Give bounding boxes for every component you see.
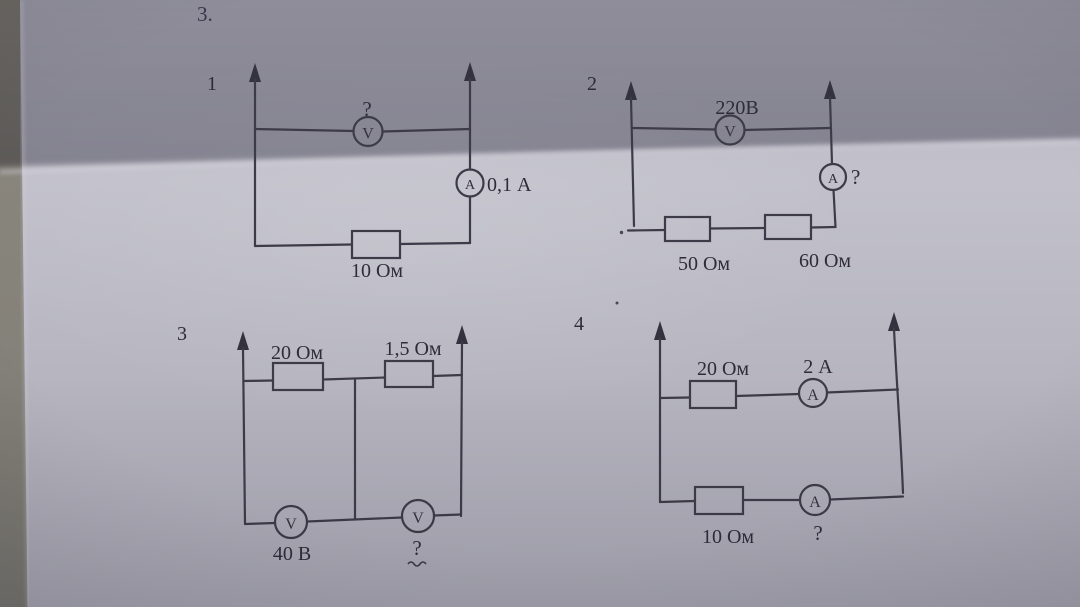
voltmeter-reading: ? [362,97,371,121]
wire [398,241,472,246]
wire [832,188,837,229]
squiggle-underline [407,561,427,567]
ammeter-reading: ? [851,165,860,189]
ammeter-letter: A [828,172,839,187]
paper-edge-highlight [20,0,29,607]
ammeter-icon [455,168,485,198]
page-corner-label: 3. [197,2,213,26]
terminal-arrow-icon [464,62,476,81]
voltmeter-icon [714,114,746,146]
resistor-icon [688,379,738,410]
ammeter-reading: 2 А [803,356,833,378]
wire [658,499,697,504]
resistor-icon [663,215,712,243]
voltmeter-reading: ? [412,536,421,560]
circuit-number: 2 [587,73,597,95]
ammeter-letter: A [465,178,476,193]
voltmeter-reading: 40 В [273,543,311,565]
wire [629,96,636,228]
circuit-number: 3 [177,323,187,345]
resistor-icon [383,359,435,389]
wire [253,243,354,248]
wire [708,226,767,230]
ammeter-icon [818,162,848,192]
ink-dot [615,301,619,305]
ammeter-reading: ? [813,521,822,545]
circuit-4: 4 A 20 Ом 2 А A 10 Ом ? [574,301,905,548]
wire [626,228,667,232]
wire [321,376,387,381]
voltmeter-icon [352,115,384,148]
wire [809,225,837,229]
terminal-arrow-icon [888,312,900,331]
ammeter-letter: A [809,494,821,511]
wire [432,513,463,517]
resistor-icon [763,213,813,241]
resistor-value-label: 20 Ом [697,358,749,380]
wire [306,516,404,523]
ink-dot [619,230,624,235]
voltmeter-letter: V [285,516,297,533]
resistor-value-label: 10 Ом [351,260,403,282]
terminal-arrow-icon [249,63,261,82]
resistor-value-label: 50 Ом [678,253,730,275]
voltmeter-reading: 220В [715,97,758,119]
circuit-number: 1 [207,73,217,95]
fold-crease [0,140,1080,174]
circuit-3: 3 20 Ом 1,5 Ом V V 40 В ? [177,323,468,567]
wire [381,127,472,133]
wire [828,95,834,166]
ammeter-letter: A [807,387,819,404]
circuit-number: 4 [574,313,584,335]
wire [743,126,832,132]
wire [630,126,717,131]
voltmeter-letter: V [362,126,374,143]
terminal-arrow-icon [654,321,666,340]
resistor-value-label: 1,5 Ом [384,338,441,360]
terminal-arrow-icon [237,331,249,350]
resistor-value-label: 60 Ом [799,250,851,272]
wire [658,396,692,400]
wire [243,521,277,526]
terminal-arrow-icon [456,325,468,344]
wire [242,379,275,383]
wire [431,373,464,378]
wire [828,495,905,501]
wire [253,127,355,133]
voltmeter-letter: V [724,124,736,141]
resistor-icon [271,361,325,392]
resistor-icon [350,229,402,260]
wire [459,340,464,518]
wire [241,346,247,526]
ammeter-reading: 0,1 А [487,174,532,196]
resistor-value-label: 10 Ом [702,526,754,548]
wire [825,388,900,394]
voltmeter-letter: V [412,510,424,527]
resistor-value-label: 20 Ом [271,342,323,364]
circuit-1: 1 V ? A 0,1 А 10 Ом [207,62,532,282]
terminal-arrow-icon [625,81,637,100]
wire [892,327,905,495]
resistor-icon [693,485,745,516]
wire [734,392,801,398]
terminal-arrow-icon [824,80,836,99]
circuit-2: 2 V 220В A ? 50 Ом 60 Ом [587,73,860,275]
